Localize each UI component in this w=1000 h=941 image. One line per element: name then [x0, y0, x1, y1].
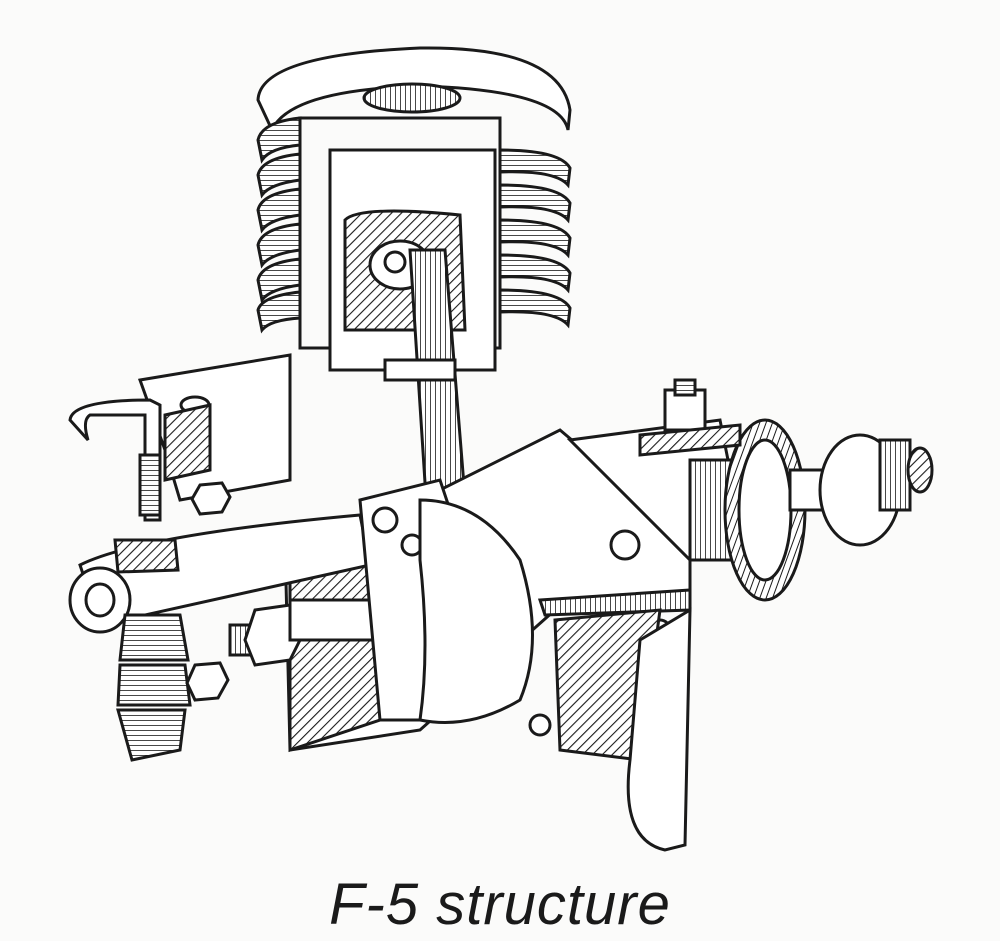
- engine-cutaway-illustration: [68, 46, 934, 852]
- crank-web: [358, 478, 534, 724]
- carburetor: [68, 398, 372, 762]
- crankshaft-drive: [566, 418, 934, 602]
- figure-caption: F-5 structure: [329, 872, 671, 937]
- cylinder-head: [256, 46, 572, 134]
- needle-valve-assembly: [638, 378, 742, 457]
- cooling-fins: [256, 116, 572, 350]
- mounting-leg: [553, 607, 692, 852]
